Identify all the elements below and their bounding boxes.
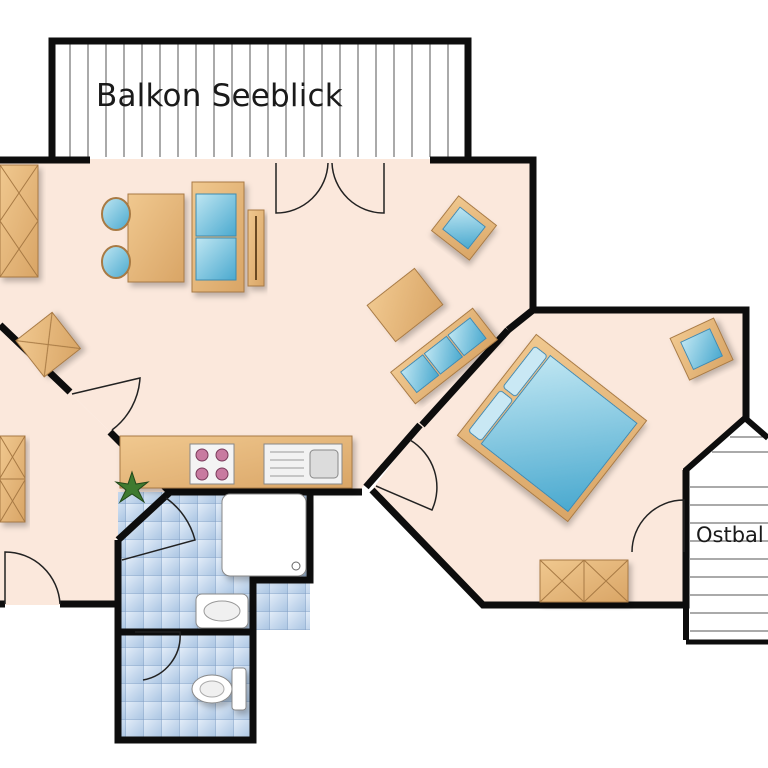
wardrobe xyxy=(539,559,629,603)
side-shelf xyxy=(247,209,265,287)
kitchen xyxy=(114,435,353,504)
storage-box xyxy=(15,311,82,378)
bedroom-armchair xyxy=(669,317,734,381)
bed xyxy=(456,333,648,523)
furniture-living xyxy=(0,164,498,405)
east-balcony-door xyxy=(631,499,685,553)
coffee-table xyxy=(366,267,444,343)
bathroom-fixtures xyxy=(191,493,307,711)
plant xyxy=(114,470,150,504)
balcony-door-right xyxy=(331,162,385,214)
balcony-seeblick xyxy=(48,37,472,159)
dining-chair xyxy=(101,197,131,279)
bedroom-door xyxy=(375,439,438,511)
bathroom-door xyxy=(121,497,196,561)
cabinet xyxy=(0,164,39,278)
toilet xyxy=(191,667,247,711)
sink xyxy=(263,443,343,485)
balkon-seeblick-label: Balkon Seeblick xyxy=(96,78,343,114)
bench-sofa xyxy=(191,181,245,293)
furniture-bedroom xyxy=(456,317,734,603)
entry-door xyxy=(4,551,61,605)
doors xyxy=(4,162,685,681)
toilet-door xyxy=(135,631,181,681)
balcony-door-left xyxy=(275,162,329,214)
furniture-left-room xyxy=(0,435,26,523)
dining-table xyxy=(127,193,185,283)
washbasin xyxy=(195,593,249,629)
armchair xyxy=(430,195,498,261)
left-room-door xyxy=(71,377,141,431)
stove xyxy=(189,443,235,485)
couch xyxy=(390,307,498,405)
ostbalkon-label: Ostbal xyxy=(696,523,764,547)
shower xyxy=(221,493,307,577)
